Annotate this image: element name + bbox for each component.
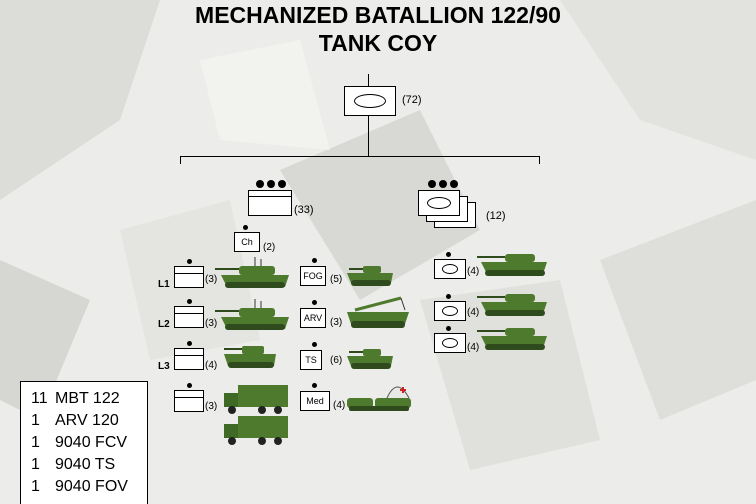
recon-unit-3-box: [434, 333, 466, 353]
hq-armor-symbol: [354, 94, 386, 108]
med-count: (4): [333, 400, 346, 411]
ts-vehicle-illustration: [347, 349, 393, 369]
platoon-l3-count: (4): [205, 360, 218, 371]
command-group-box: [248, 190, 292, 216]
recon-unit-1-dot: [446, 252, 451, 257]
med-dot: [312, 383, 317, 388]
recon-dot-2: [439, 180, 447, 188]
platoon-l2-dot: [187, 299, 192, 304]
ts-dot: [312, 342, 317, 347]
fog-dot: [312, 258, 317, 263]
fog-vehicle-illustration: [347, 266, 393, 286]
recon-stack-front: [418, 190, 460, 216]
mbt-tank-illustration-l2: [215, 299, 289, 330]
supply-section-dot: [187, 383, 192, 388]
company-dot-3: [278, 180, 286, 188]
recon-tank-illustration-1: [477, 254, 547, 276]
diagram-title-line1: MECHANIZED BATALLION 122/90: [195, 2, 561, 28]
ts-count: (6): [330, 355, 343, 366]
hq-count: (72): [402, 94, 422, 106]
command-group-stripe: [249, 196, 291, 197]
diagram-title-line2: TANK COY: [318, 30, 438, 56]
chief-box: Ch: [234, 232, 260, 252]
branch-connector: [180, 156, 540, 157]
arv-vehicle-illustration: [347, 296, 409, 328]
recon-unit-2-count: (4): [467, 307, 480, 318]
hq-unit-box: [344, 86, 396, 116]
platoon-l3-box: [174, 348, 204, 370]
supply-truck-illustration-2: [224, 416, 288, 445]
med-vehicle-illustration: [347, 386, 411, 411]
hq-down-connector: [368, 115, 369, 156]
recon-unit-2-box: [434, 301, 466, 321]
platoon-label-l1: L1: [158, 279, 170, 290]
right-branch-tick: [539, 156, 540, 164]
left-branch-tick: [180, 156, 181, 164]
platoon-l2-box: [174, 306, 204, 328]
mbt-tank-illustration-l1: [215, 257, 289, 288]
recon-armor-symbol: [427, 197, 451, 209]
arv-dot: [312, 300, 317, 305]
recon-unit-1-box: [434, 259, 466, 279]
platoon-label-l2: L2: [158, 319, 170, 330]
recon-unit-2-dot: [446, 294, 451, 299]
recon-unit-1-count: (4): [467, 266, 480, 277]
company-dot-1: [256, 180, 264, 188]
recon-tank-illustration-2: [477, 294, 547, 316]
platoon-l1-box: [174, 266, 204, 288]
recon-unit-3-dot: [446, 326, 451, 331]
chief-count: (2): [263, 242, 276, 253]
command-group-count: (33): [294, 204, 314, 216]
med-box: Med: [300, 391, 330, 411]
supply-section-box: [174, 390, 204, 412]
arv-box: ARV: [300, 308, 326, 328]
recon-dot-1: [428, 180, 436, 188]
company-dot-2: [267, 180, 275, 188]
platoon-l1-dot: [187, 259, 192, 264]
supply-section-count: (3): [205, 401, 218, 412]
chief-dot: [243, 225, 248, 230]
platoon-l3-dot: [187, 341, 192, 346]
arv-count: (3): [330, 317, 343, 328]
fog-count: (5): [330, 274, 343, 285]
ts-box: TS: [300, 350, 322, 370]
recon-unit-3-count: (4): [467, 342, 480, 353]
platoon-l1-count: (3): [205, 274, 218, 285]
platoon-label-l3: L3: [158, 361, 170, 372]
hq-top-connector: [368, 74, 369, 86]
platoon-l2-count: (3): [205, 318, 218, 329]
recon-dot-3: [450, 180, 458, 188]
recon-group-count: (12): [486, 210, 506, 222]
recon-tank-illustration-3: [477, 328, 547, 350]
supply-truck-illustration-1: [224, 385, 288, 414]
cv9040-illustration-l3: [224, 346, 276, 368]
fog-box: FOG: [300, 266, 326, 286]
